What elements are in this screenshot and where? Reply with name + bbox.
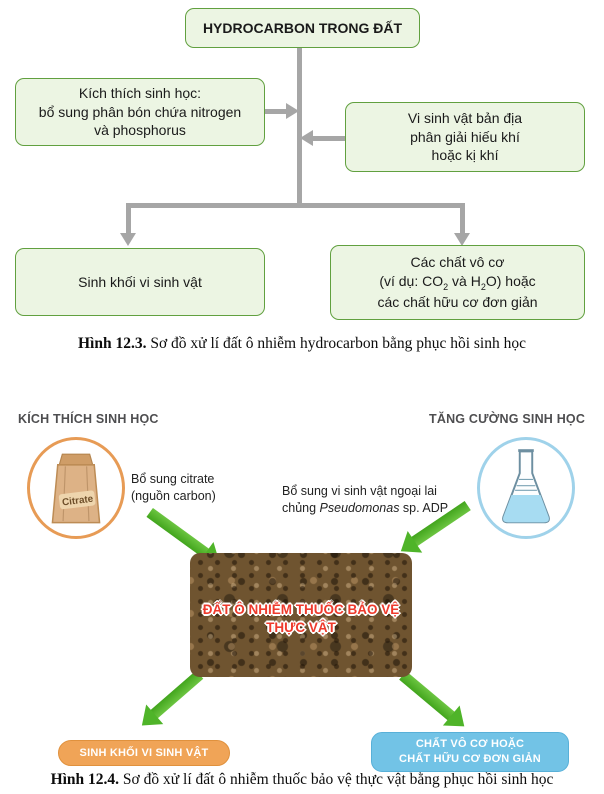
flow-box-hydrocarbon-label: HYDROCARBON TRONG ĐẤT [202, 19, 403, 36]
h2o-subscript: 2 [480, 281, 486, 292]
line3: các chất hữu cơ đơn giản [377, 293, 538, 310]
flow-box-biostimulation-label: Kích thích sinh học: bổ sung phân bón ch… [38, 84, 242, 139]
citrate-bag-icon: Citrate [27, 437, 125, 539]
line2a: (ví dụ: CO [379, 273, 444, 290]
biostimulation-header: KÍCH THÍCH SINH HỌC [18, 412, 159, 426]
connector-right-shaft [313, 136, 345, 141]
biostimulation-note: Bổ sung citrate (nguồn carbon) [131, 472, 216, 503]
connector-horizontal-bar [128, 203, 462, 208]
figure-12-4-caption-text: Sơ đồ xử lí đất ô nhiễm thuốc bảo vệ thự… [119, 771, 554, 788]
figure-12-4-caption: Hình 12.4. Sơ đồ xử lí đất ô nhiễm thuốc… [0, 771, 604, 789]
flow-box-biomass: Sinh khối vi sinh vật [15, 248, 265, 316]
flow-box-biomass-label: Sinh khối vi sinh vật [78, 273, 202, 290]
figure-12-4-caption-label: Hình 12.4. [50, 771, 120, 788]
figure-12-3-caption: Hình 12.3. Sơ đồ xử lí đất ô nhiễm hydro… [0, 335, 604, 353]
connector-left-shaft [265, 109, 286, 114]
flow-box-inorganic-products-label: Các chất vô cơ (ví dụ: CO2 và H2O) hoặc … [377, 253, 537, 311]
figure-12-3-caption-label: Hình 12.3. [78, 335, 147, 352]
note-right-end: sp. ADP [399, 500, 449, 515]
bag-label: Citrate [61, 494, 94, 509]
contaminated-soil-image: ĐẤT Ô NHIỄM THUỐC BẢO VỆ THỰC VẬT [190, 553, 412, 677]
flow-box-native-microbes: Vi sinh vật bản địa phân giải hiếu khí h… [345, 102, 585, 172]
bioaugmentation-header: TĂNG CƯỜNG SINH HỌC [429, 412, 586, 426]
flow-box-inorganic-products: Các chất vô cơ (ví dụ: CO2 và H2O) hoặc … [330, 245, 585, 320]
arrow-down-icon [120, 233, 136, 246]
biomass-pill: SINH KHỐI VI SINH VẬT [58, 740, 230, 766]
pseudomonas-italic: Pseudomonas [319, 500, 400, 515]
soil-label: ĐẤT Ô NHIỄM THUỐC BẢO VỆ THỰC VẬT [202, 602, 400, 635]
flow-box-native-microbes-label: Vi sinh vật bản địa phân giải hiếu khí h… [407, 109, 523, 164]
arrow-down-icon [454, 233, 470, 246]
connector-vertical-center [297, 48, 302, 208]
note-right-start: Bổ sung vi sinh vật ngoại lai chủng [282, 483, 437, 515]
products-pill: CHẤT VÔ CƠ HOẶC CHẤT HỮU CƠ ĐƠN GIẢN [371, 732, 569, 772]
arrow-left-icon [300, 130, 313, 146]
line2c: O) hoặc [485, 273, 536, 290]
connector-down-right-shaft [460, 203, 465, 233]
flask-drawing [502, 449, 550, 524]
flow-box-hydrocarbon: HYDROCARBON TRONG ĐẤT [185, 8, 420, 48]
flask-icon [477, 437, 575, 539]
figure-12-3-caption-text: Sơ đồ xử lí đất ô nhiễm hydrocarbon bằng… [146, 335, 526, 352]
arrow-right-icon [286, 103, 299, 119]
line1: Các chất vô cơ [410, 254, 505, 271]
co2-subscript: 2 [443, 281, 449, 292]
citrate-bag-drawing: Citrate [51, 453, 101, 524]
bioaugmentation-note: Bổ sung vi sinh vật ngoại lai chủng Pseu… [282, 466, 464, 517]
connector-down-left-shaft [126, 203, 131, 233]
line2b: và H [448, 273, 481, 290]
flow-box-biostimulation: Kích thích sinh học: bổ sung phân bón ch… [15, 78, 265, 146]
